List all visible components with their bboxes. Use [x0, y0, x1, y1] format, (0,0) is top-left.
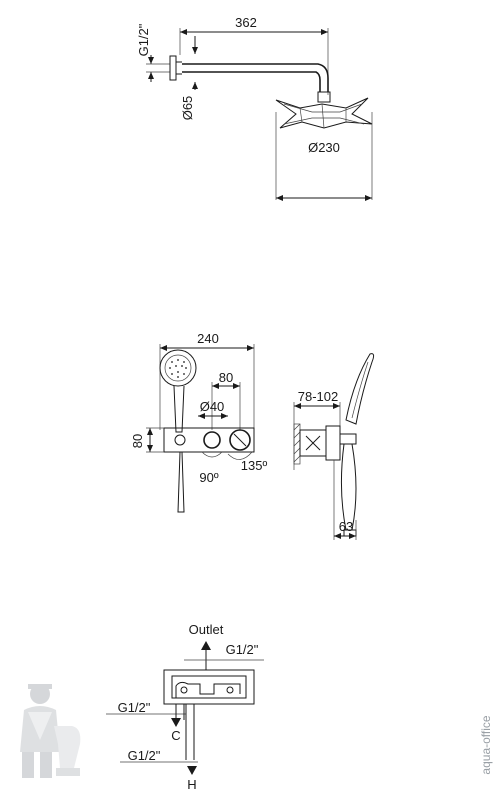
wall-section-hatch: [293, 423, 301, 465]
flange-diameter-label: Ø65: [180, 96, 195, 121]
diverter-handle: [203, 431, 221, 449]
shower-head-view: 362 G1/2" Ø65 Ø: [136, 15, 373, 201]
rotation-right-label: 135º: [241, 458, 268, 473]
hand-shower-handle: [173, 385, 185, 433]
connection-view: Outlet G1/2" G1/2" C G1/2" H: [106, 622, 264, 792]
handle-spacing-label: 80: [219, 370, 233, 385]
side-hand-shower: [345, 353, 375, 425]
plumber-mascot-icon: [20, 684, 81, 778]
installation-depth-label: 78-102: [298, 389, 338, 404]
projection-label: 63: [339, 519, 353, 534]
mixer-side-view: 78-102 63: [293, 353, 375, 540]
height-label: 80: [130, 434, 145, 448]
cold-label: C: [171, 728, 180, 743]
hot-thread-label: G1/2": [128, 748, 161, 763]
mixer-front-view: 240 80 Ø40 80 90º: [130, 331, 268, 513]
shower-arm: [182, 63, 329, 92]
shower-hose: [177, 451, 185, 513]
inlet-thread-label: G1/2": [136, 23, 151, 56]
overall-width-label: 240: [197, 331, 219, 346]
mixer-body-plate: [163, 427, 255, 453]
hot-label: H: [187, 777, 196, 792]
watermark-text: aqua-office: [479, 715, 493, 774]
arm-length-label: 362: [235, 15, 257, 30]
thermostat-handle: [229, 429, 251, 451]
side-hose: [340, 443, 347, 531]
outlet-label: Outlet: [189, 622, 224, 637]
cold-thread-label: G1/2": [118, 700, 151, 715]
rotation-left-label: 90º: [199, 470, 218, 485]
hand-shower-head: [159, 349, 197, 387]
outlet-thread-label: G1/2": [226, 642, 259, 657]
handle-diameter-label: Ø40: [200, 399, 225, 414]
connection-body-plate: [163, 669, 255, 705]
head-diameter-label: Ø230: [308, 140, 340, 155]
wall-flange: [169, 55, 177, 81]
